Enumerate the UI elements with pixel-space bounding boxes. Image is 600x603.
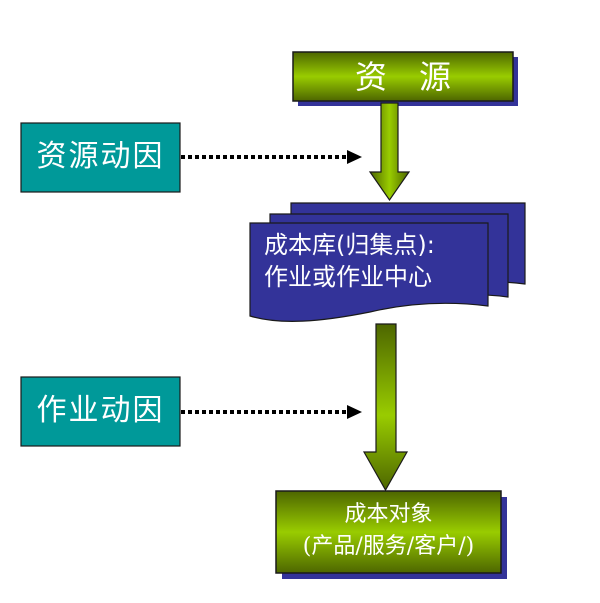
dotted-arrow-resource-driver bbox=[181, 150, 362, 164]
arrow-down-resource-to-pool bbox=[368, 102, 411, 202]
cost-object-line2: (产品/服务/客户/) bbox=[302, 534, 475, 559]
cost-pool-line1: 成本库(归集点): bbox=[264, 231, 435, 259]
resource-driver-box bbox=[20, 122, 181, 193]
dotted-arrow-activity-driver bbox=[181, 405, 362, 419]
cost-object-label: 成本对象 (产品/服务/客户/) bbox=[276, 499, 501, 563]
resource-label: 资 源 bbox=[354, 58, 451, 96]
activity-driver-box bbox=[20, 376, 181, 447]
activity-driver-label: 作业动因 bbox=[36, 393, 165, 428]
cost-pool-label: 成本库(归集点): 作业或作业中心 bbox=[250, 229, 502, 293]
resource-box bbox=[292, 51, 518, 106]
resource-driver-label: 资源动因 bbox=[36, 139, 165, 174]
cost-object-line1: 成本对象 bbox=[344, 502, 433, 527]
cost-pool-stack bbox=[249, 202, 526, 322]
arrow-down-pool-to-object bbox=[362, 323, 409, 492]
cost-pool-line2: 作业或作业中心 bbox=[264, 263, 432, 291]
cost-object-box bbox=[275, 490, 507, 579]
